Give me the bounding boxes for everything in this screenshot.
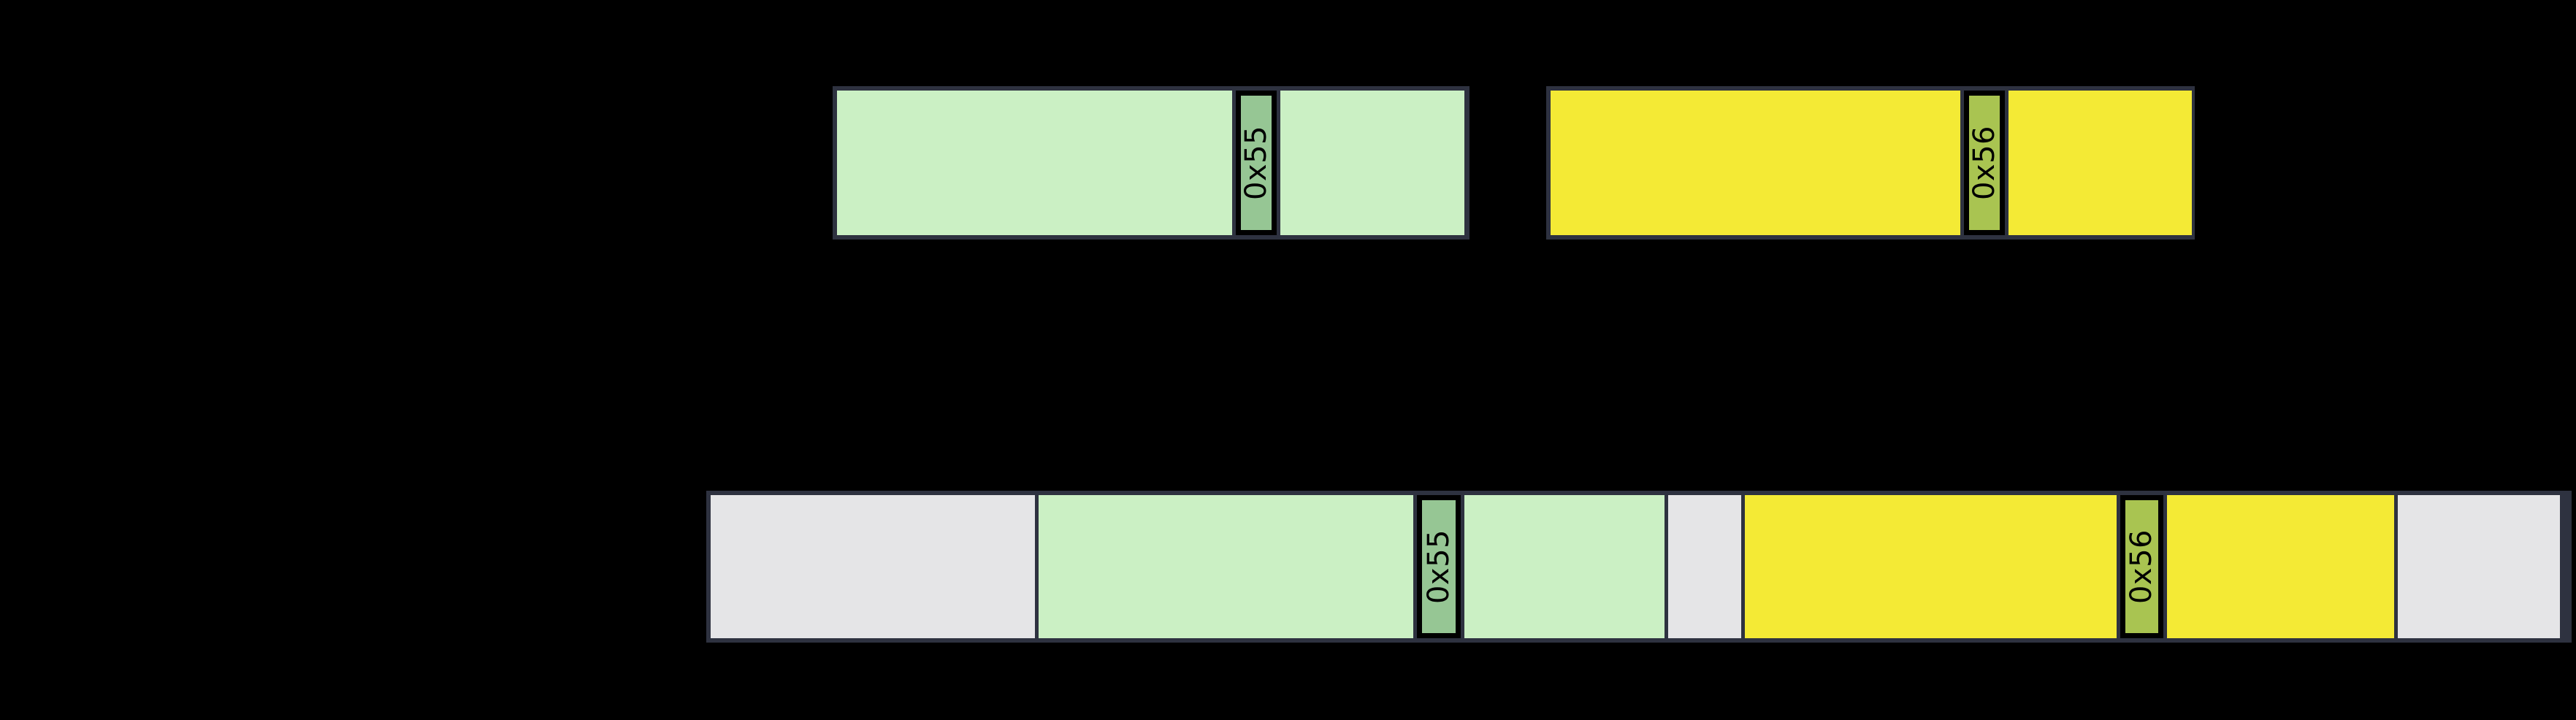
byte-value-label: 0x55 [1239, 125, 1273, 201]
payload-cell [2167, 495, 2394, 638]
byte-value-label: 0x56 [2125, 529, 2159, 605]
payload-cell [837, 91, 1232, 235]
byte-value-label: 0x55 [1422, 529, 1456, 605]
byte-stream-strip: 0x55 0x56 [706, 491, 2572, 643]
byte-marker-cell: 0x55 [1417, 495, 1461, 638]
yellow-packet-strip: 0x56 [1546, 86, 2195, 240]
payload-cell [1551, 91, 1960, 235]
payload-cell [1745, 495, 2117, 638]
byte-value-label: 0x56 [1968, 125, 2001, 201]
payload-cell [1280, 91, 1464, 235]
byte-marker-cell: 0x56 [1964, 91, 2005, 235]
green-packet-strip: 0x55 [833, 86, 1469, 240]
padding-cell [2398, 495, 2560, 638]
byte-marker-cell: 0x55 [1236, 91, 1277, 235]
byte-marker-cell: 0x56 [2120, 495, 2163, 638]
payload-cell [1464, 495, 1665, 638]
padding-cell [711, 495, 1035, 638]
payload-cell [2009, 91, 2192, 235]
payload-cell [1039, 495, 1413, 638]
padding-cell [1668, 495, 1741, 638]
